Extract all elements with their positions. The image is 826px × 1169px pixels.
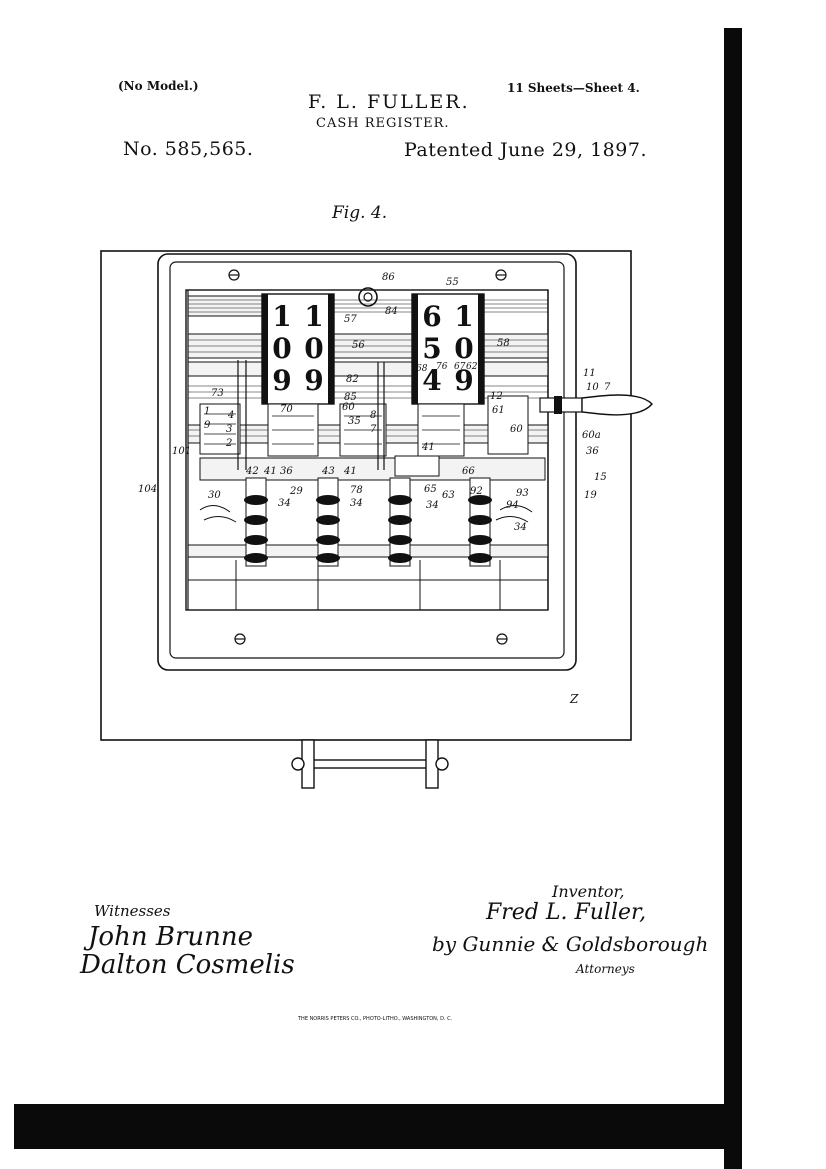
ref-numeral: 84 (385, 306, 398, 317)
ref-numeral: 7 (370, 424, 377, 435)
inventor-name: F. L. FULLER. (308, 91, 470, 113)
front-plate (157, 253, 577, 671)
ref-numeral: 82 (346, 374, 359, 385)
ref-numeral: 11 (583, 368, 596, 379)
ref-numeral: 34 (278, 498, 291, 509)
ref-numeral: 3 (226, 424, 233, 435)
inventor-label: Inventor, (552, 882, 625, 901)
ref-numeral: 104 (138, 484, 158, 495)
witness-signature-2: Dalton Cosmelis (80, 950, 295, 980)
counter-digit: 0 (272, 332, 291, 365)
counter-digit: 1 (304, 300, 323, 333)
ref-numeral: 15 (594, 472, 607, 483)
witness-signature-1: John Brunne (88, 922, 253, 952)
ref-numeral: Z (570, 692, 579, 706)
ref-numeral: 68 (416, 364, 428, 374)
ref-numeral: 66 (462, 466, 475, 477)
ref-numeral: 36 (280, 466, 293, 477)
ref-numeral: 2 (226, 438, 233, 449)
ref-numeral: 62 (466, 362, 478, 372)
ref-numeral: 85 (344, 392, 357, 403)
gear-block (487, 395, 529, 455)
counter-digit: 9 (272, 364, 291, 397)
ref-numeral: 12 (490, 391, 503, 402)
ref-numeral: 60 (342, 402, 355, 413)
ref-numeral: 60 (510, 424, 523, 435)
counter-digit: 1 (454, 300, 473, 333)
model-note: (No Model.) (118, 79, 199, 93)
ref-numeral: 55 (446, 277, 459, 288)
ref-numeral: 7 (604, 382, 611, 393)
ref-numeral: 41 (264, 466, 277, 477)
ref-numeral: 67 (454, 362, 466, 372)
ref-numeral: 4 (228, 410, 235, 421)
ref-numeral: 65 (424, 484, 437, 495)
inventor-signature: Fred L. Fuller, (486, 900, 647, 925)
counter-digit: 0 (304, 332, 323, 365)
counter-digit: 5 (422, 332, 441, 365)
ref-numeral: 29 (290, 486, 303, 497)
ref-numeral: 86 (382, 272, 395, 283)
ref-numeral: 35 (348, 416, 361, 427)
shaft (187, 361, 549, 377)
carrying-handle (291, 739, 449, 789)
ref-numeral: 76 (436, 362, 448, 372)
ref-numeral: 92 (470, 486, 483, 497)
counter-digit: 4 (422, 364, 441, 397)
ref-numeral: 94 (506, 500, 519, 511)
attorney-signature: by Gunnie & Goldsborough (432, 932, 709, 956)
ref-numeral: 60a (582, 430, 601, 441)
scan-edge-bottom (14, 1104, 742, 1149)
ref-numeral: 34 (426, 500, 439, 511)
ref-numeral: 36 (586, 446, 599, 457)
ref-numeral: 34 (350, 498, 363, 509)
left-counter-housing (261, 293, 335, 405)
ref-numeral: 63 (442, 490, 455, 501)
ref-numeral: 9 (204, 420, 211, 431)
shaft (199, 457, 546, 481)
patent-date: Patented June 29, 1897. (404, 139, 647, 161)
ref-numeral: 70 (280, 404, 293, 415)
patent-number: No. 585,565. (123, 138, 254, 160)
ref-numeral: 41 (344, 466, 357, 477)
invention-title: CASH REGISTER. (316, 116, 450, 131)
attorneys-label: Attorneys (576, 962, 635, 976)
ref-numeral: 56 (352, 340, 365, 351)
adjusting-screw (358, 287, 378, 307)
ref-numeral: 41 (422, 442, 435, 453)
ref-numeral: 30 (208, 490, 221, 501)
sheet-info: 11 Sheets—Sheet 4. (507, 81, 640, 95)
gear-block (199, 403, 241, 455)
ref-numeral: 93 (516, 488, 529, 499)
ref-numeral: 73 (211, 388, 224, 399)
shaft (187, 544, 549, 558)
ref-numeral: 58 (497, 338, 510, 349)
ref-numeral: 101 (172, 446, 192, 457)
counter-digit: 6 (422, 300, 441, 333)
ref-numeral: 1 (204, 406, 211, 417)
ref-numeral: 8 (370, 410, 377, 421)
counter-digit: 9 (304, 364, 323, 397)
gear-block (394, 455, 440, 477)
shaft (187, 295, 269, 317)
ref-numeral: 61 (492, 405, 505, 416)
ref-numeral: 78 (350, 485, 363, 496)
figure-label: Fig. 4. (332, 203, 388, 223)
ref-numeral: 43 (322, 466, 335, 477)
ref-numeral: 34 (514, 522, 527, 533)
ref-numeral: 10 (586, 382, 599, 393)
witnesses-label: Witnesses (94, 902, 171, 920)
scan-edge-right (724, 28, 742, 1169)
counter-digit: 1 (272, 300, 291, 333)
ref-numeral: 42 (246, 466, 259, 477)
ref-numeral: 57 (344, 314, 357, 325)
ref-numeral: 19 (584, 490, 597, 501)
counter-digit: 9 (454, 364, 473, 397)
counter-digit: 0 (454, 332, 473, 365)
front-plate-inner (169, 261, 565, 659)
cabinet-outline (100, 250, 632, 741)
lithographer-credit: THE NORRIS PETERS CO., PHOTO-LITHO., WAS… (298, 1016, 453, 1022)
